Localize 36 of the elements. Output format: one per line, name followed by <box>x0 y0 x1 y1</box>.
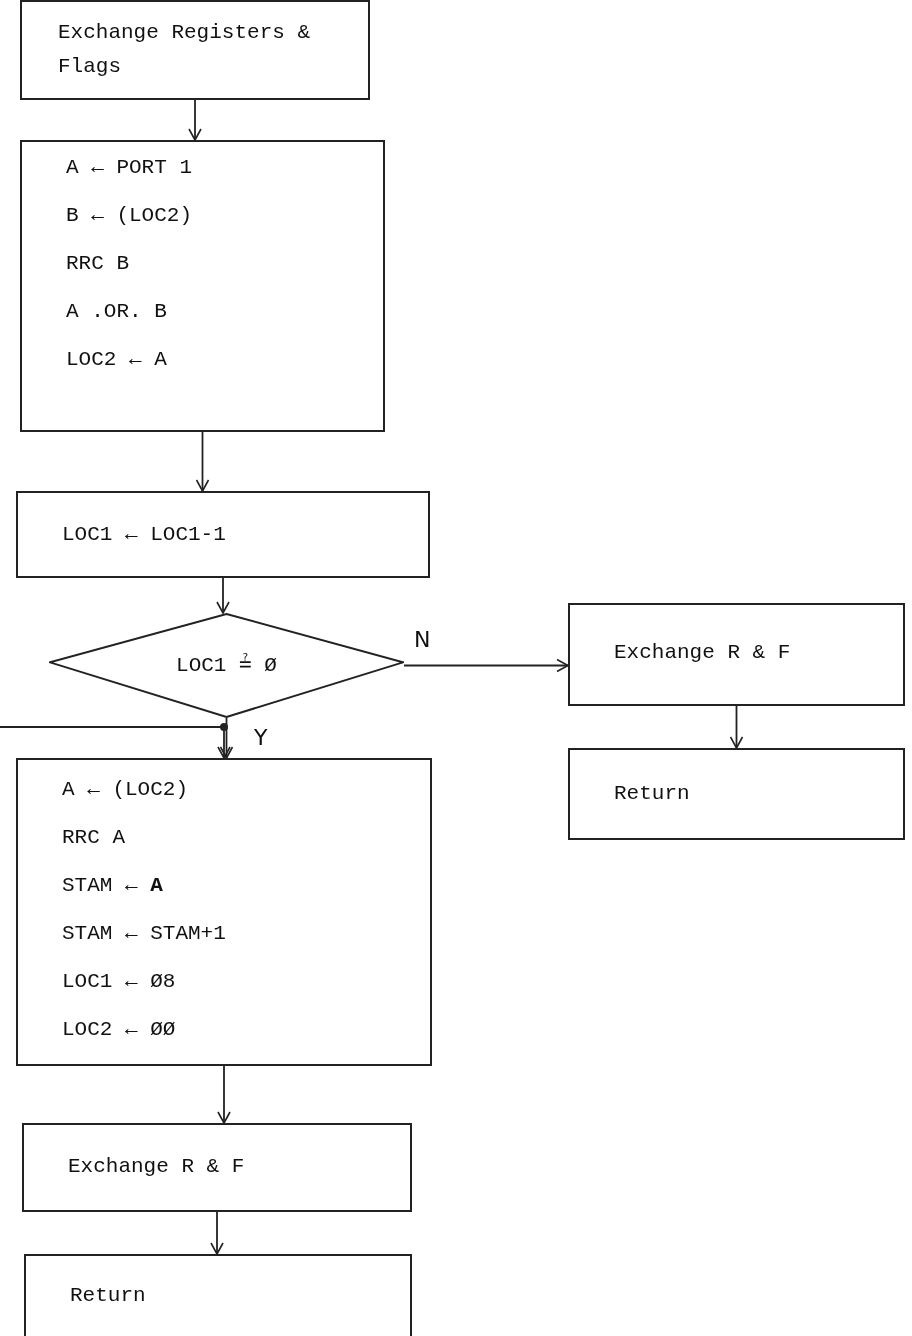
code-line: A ← PORT 1 <box>66 156 193 180</box>
code-line: STAM ← A <box>62 874 163 898</box>
code-line: LOC1 ← LOC1-1 <box>62 523 226 547</box>
process-box <box>20 140 385 432</box>
decision-diamond <box>49 613 404 718</box>
code-line: RRC B <box>66 252 129 276</box>
arrow <box>188 99 202 141</box>
arrow <box>729 705 744 749</box>
arrow <box>216 577 230 614</box>
arrow <box>219 717 234 759</box>
arrow <box>210 1211 224 1255</box>
code-line: Exchange R & F <box>68 1155 245 1179</box>
process-box <box>568 603 905 706</box>
code-line: Exchange Registers & Flags <box>58 20 312 80</box>
code-line: LOC2 ← ØØ <box>62 1018 176 1042</box>
process-box <box>22 1123 412 1212</box>
code-line: STAM ← STAM+1 <box>62 922 226 946</box>
code-line: A ← (LOC2) <box>62 778 189 802</box>
arrow <box>403 658 569 673</box>
code-line: Return <box>70 1284 146 1308</box>
arrow <box>0 726 231 759</box>
process-box <box>16 491 430 578</box>
terminal-box <box>568 748 905 840</box>
code-line: LOC1 ← Ø8 <box>62 970 176 994</box>
code-line: B ← (LOC2) <box>66 204 193 228</box>
process-box <box>20 0 370 100</box>
code-line: RRC A <box>62 826 125 850</box>
code-line: A .OR. B <box>66 300 167 324</box>
arrow <box>195 431 210 492</box>
code-line: Exchange R & F <box>614 641 791 665</box>
decision-text: LOC1 ≟ Ø <box>176 653 277 678</box>
code-line: LOC2 ← A <box>66 348 167 372</box>
process-box <box>16 758 432 1066</box>
arrow <box>217 1065 231 1124</box>
terminal-box <box>24 1254 412 1336</box>
code-line: Return <box>614 782 690 806</box>
